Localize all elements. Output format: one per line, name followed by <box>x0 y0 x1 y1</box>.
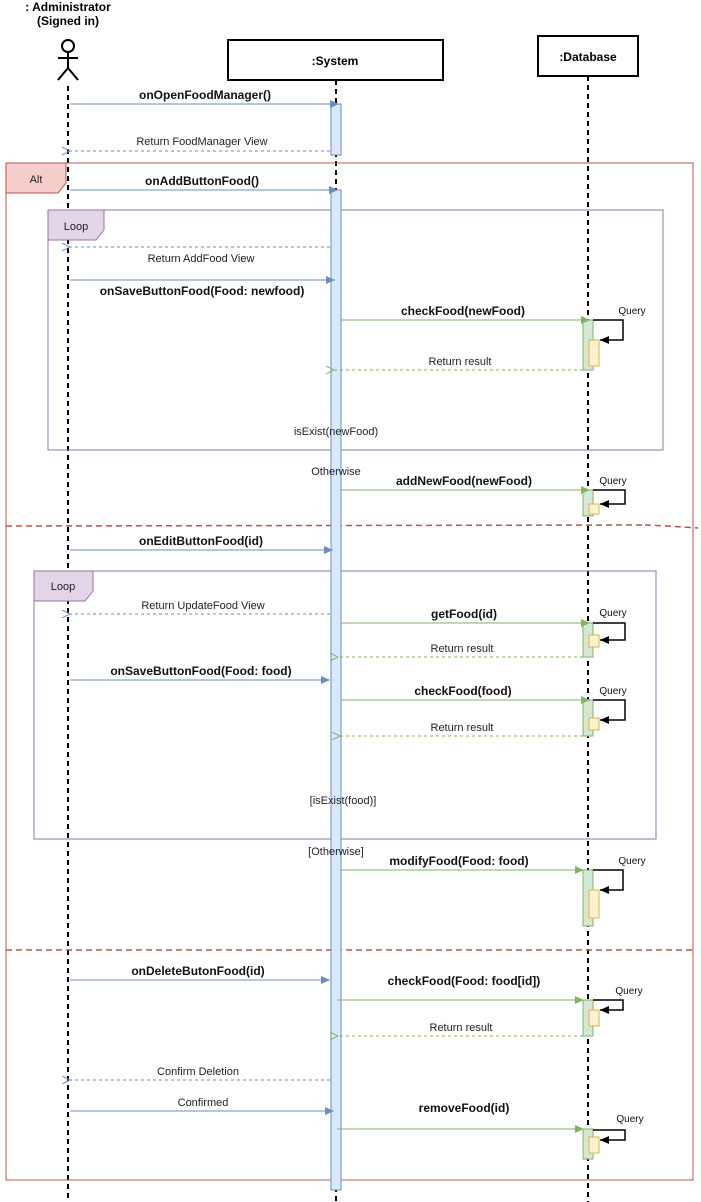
alt-fragment: Alt <box>5 162 694 1181</box>
message-label: onSaveButtonFood(Food: food) <box>110 664 291 678</box>
message-label: Confirm Deletion <box>157 1066 239 1078</box>
db-activation-checkfood-2 <box>582 699 600 737</box>
message-label: addNewFood(newFood) <box>396 474 532 488</box>
message-label: Return UpdateFood View <box>141 600 264 612</box>
actor-name: : Administrator <box>25 0 111 14</box>
message-label: getFood(id) <box>431 607 497 621</box>
svg-text:Query: Query <box>615 986 642 997</box>
db-activation-addnewfood <box>582 489 600 517</box>
message-label: Return result <box>429 356 492 368</box>
message-label: Return result <box>431 643 494 655</box>
loop-label: Loop <box>64 221 88 233</box>
actor-status: (Signed in) <box>37 14 99 28</box>
self-call-query: Query <box>593 306 646 344</box>
participant-database: :Database <box>537 35 639 77</box>
message-label: onOpenFoodManager() <box>139 88 271 102</box>
self-call-query: Query <box>593 1114 644 1144</box>
message-label: Return AddFood View <box>148 253 255 265</box>
message-label: checkFood(newFood) <box>401 304 525 318</box>
self-call-query: Query <box>593 856 646 894</box>
message-label: onEditButtonFood(id) <box>139 534 263 548</box>
self-call-query: Query <box>593 686 627 724</box>
self-call-query: Query <box>593 608 627 644</box>
message-label: checkFood(Food: food[id]) <box>388 974 541 988</box>
participant-system: :System <box>227 39 444 81</box>
message-label: removeFood(id) <box>419 1101 510 1115</box>
alt-separator-1 <box>5 524 646 527</box>
svg-text:Query: Query <box>599 476 626 487</box>
system-activation-1 <box>330 103 342 156</box>
message-label: checkFood(food) <box>414 684 511 698</box>
message-label: Return result <box>431 722 494 734</box>
message-label: Return result <box>430 1022 493 1034</box>
self-call-query: Query <box>593 986 643 1014</box>
svg-text:Query: Query <box>618 856 645 867</box>
message-label: onAddButtonFood() <box>145 174 259 188</box>
svg-text:Query: Query <box>616 1114 643 1125</box>
db-activation-removefood <box>582 1128 600 1160</box>
svg-text:Query: Query <box>618 306 645 317</box>
svg-text:Query: Query <box>599 608 626 619</box>
system-activation-2 <box>330 189 342 1191</box>
message-label: onSaveButtonFood(Food: newfood) <box>100 284 305 298</box>
message-label: modifyFood(Food: food) <box>389 854 528 868</box>
self-call-query: Query <box>593 476 627 508</box>
loop-fragment-edit: Loop <box>33 570 657 840</box>
guard-label: isExist(newFood) <box>294 426 378 438</box>
db-activation-getfood <box>582 622 600 658</box>
message-label: Return FoodManager View <box>136 136 267 148</box>
guard-label: [isExist(food)] <box>310 795 377 807</box>
message-label: Confirmed <box>178 1097 229 1109</box>
guard-label: Otherwise <box>311 466 361 478</box>
database-name: :Database <box>559 50 617 64</box>
loop-label: Loop <box>51 581 75 593</box>
db-activation-checkfood-1 <box>582 319 600 371</box>
stick-figure-icon <box>57 39 79 81</box>
alt-separator-1-tail <box>644 524 699 529</box>
svg-text:Query: Query <box>599 686 626 697</box>
system-name: :System <box>312 54 359 68</box>
guard-label: [Otherwise] <box>308 846 364 858</box>
db-activation-modifyfood <box>582 869 600 927</box>
actor-administrator: : Administrator (Signed in) <box>25 0 111 81</box>
db-activation-checkfood-3 <box>582 999 600 1037</box>
loop-fragment-add: Loop <box>47 209 664 451</box>
alt-label: Alt <box>30 174 43 186</box>
message-label: onDeleteButonFood(id) <box>131 964 264 978</box>
